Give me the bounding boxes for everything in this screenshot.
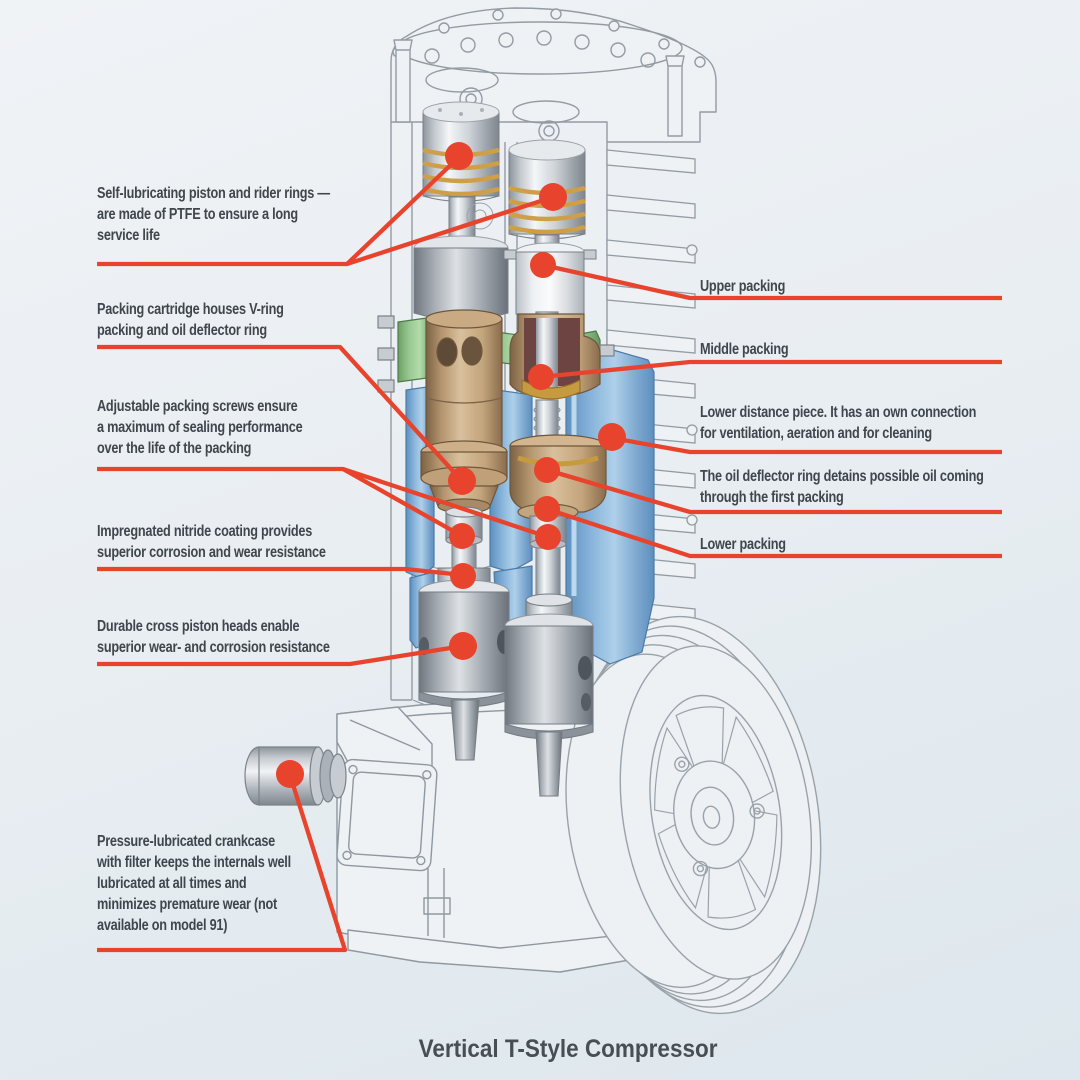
callout-lower-distance-piece: Lower distance piece. It has an own conn…: [700, 404, 977, 442]
line-upper-packing: [542, 262, 1002, 301]
oil-filter: [244, 746, 347, 806]
piston-right: [503, 139, 597, 320]
line-lower-packing: [546, 506, 1002, 559]
dot-adjust-screw-left: [449, 523, 475, 549]
crosshead-right: [504, 593, 594, 797]
callout-adjustable-packing-screws: Adjustable packing screws ensure a maxim…: [97, 398, 303, 457]
line-packing-cartridge: [97, 344, 464, 483]
callout-nitride-coating: Impregnated nitride coating provides sup…: [97, 523, 326, 561]
callout-upper-packing: Upper packing: [700, 278, 786, 295]
line-adjustable-screws-2: [342, 466, 549, 540]
callout-packing-cartridge: Packing cartridge houses V-ring packing …: [97, 301, 284, 339]
line-lower-distance-piece: [611, 435, 1002, 455]
cylinder-collar-left: [413, 247, 509, 321]
dot-crankcase-filter: [276, 760, 304, 788]
tie-bolt-left: [393, 39, 413, 123]
dot-packing-cartridge: [448, 467, 476, 495]
piston-left: [413, 101, 509, 321]
dot-upper-packing: [530, 252, 556, 278]
crankcase-cover: [336, 758, 438, 872]
dot-piston-left: [445, 142, 473, 170]
dot-lower-distance-piece: [598, 423, 626, 451]
callout-cross-piston-heads: Durable cross piston heads enable superi…: [97, 618, 330, 656]
dot-oil-deflector: [534, 457, 560, 483]
packing-cartridge-left: [420, 309, 508, 591]
callout-oil-deflector-ring: The oil deflector ring detains possible …: [700, 468, 984, 506]
dot-adjust-screw-right: [535, 524, 561, 550]
callout-crankcase: Pressure-lubricated crankcase with filte…: [97, 833, 291, 934]
flywheel: [565, 615, 822, 1015]
callout-lines: [97, 155, 1002, 953]
dot-nitride-coating: [450, 563, 476, 589]
callout-middle-packing: Middle packing: [700, 341, 789, 358]
dot-lower-packing: [534, 496, 560, 522]
line-self-lubricating-rings-2: [346, 194, 554, 267]
line-oil-deflector: [546, 467, 1002, 515]
hub-bolts: [674, 756, 765, 877]
callout-dots: [276, 142, 626, 788]
line-crankcase: [97, 774, 348, 953]
line-middle-packing: [540, 359, 1002, 380]
callout-self-lubricating-rings: Self-lubricating piston and rider rings …: [97, 185, 330, 244]
flange-bolts: [377, 315, 615, 393]
dot-piston-right: [539, 183, 567, 211]
line-nitride-coating: [97, 566, 464, 578]
diagram-title: Vertical T-Style Compressor: [418, 1035, 718, 1063]
flywheel-hub: [673, 760, 756, 870]
tie-bolt-right: [665, 55, 685, 137]
dot-middle-packing: [528, 364, 554, 390]
callout-lower-packing: Lower packing: [700, 536, 786, 553]
dot-cross-piston-head: [449, 632, 477, 660]
line-cross-piston-heads: [97, 643, 464, 667]
